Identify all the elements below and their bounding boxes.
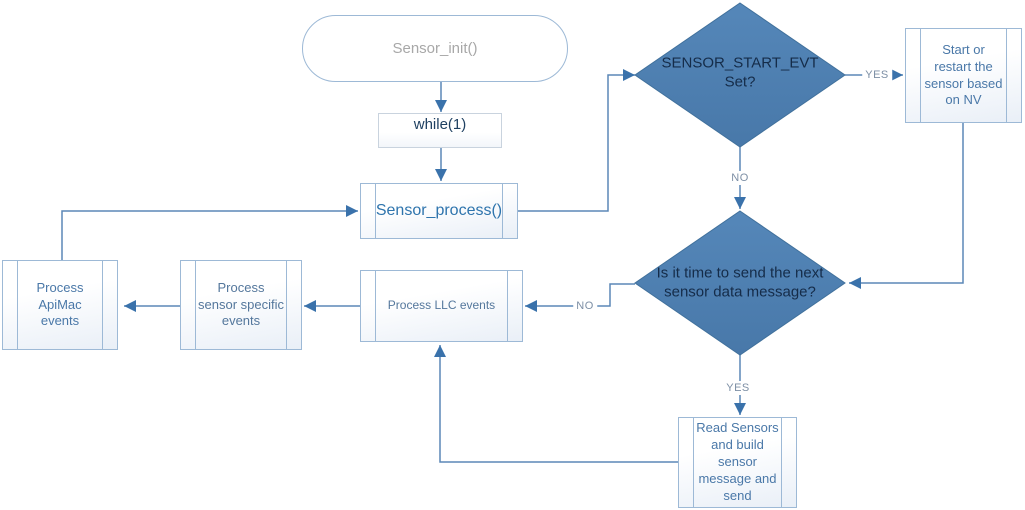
side-bar [102, 261, 103, 349]
node-process-apimac-label: Process ApiMac events [36, 279, 84, 329]
connector-read-to-llc [434, 345, 678, 463]
node-read-sensors: Read Sensors and build sensor message an… [678, 417, 797, 508]
side-bar [920, 29, 921, 122]
edge-label-start-no: NO [728, 171, 752, 185]
edge-label-send-no: NO [573, 299, 597, 313]
side-bar [17, 261, 18, 349]
side-bar [375, 271, 376, 341]
node-start-restart-label: Start or restart the sensor based on NV [924, 41, 1003, 108]
side-bar [286, 261, 287, 349]
side-bar [507, 271, 508, 341]
node-process-sensor-specific: Process sensor specific events [180, 260, 302, 350]
decision-time-to-send [634, 210, 846, 356]
connector-apimac-loop-to-process [61, 205, 358, 260]
side-bar [781, 418, 782, 507]
node-sensor-process: Sensor_process() [360, 183, 518, 239]
node-process-sensor-specific-label: Process sensor specific events [198, 279, 284, 329]
connector-process-to-start-evt [518, 69, 635, 212]
node-process-llc-label: Process LLC events [387, 298, 496, 313]
side-bar [375, 184, 376, 238]
decision-sensor-start-evt-label: SENSOR_START_EVT Set? [661, 54, 819, 90]
node-while-loop-label: while(1) [413, 116, 467, 133]
node-start-restart: Start or restart the sensor based on NV [905, 28, 1022, 123]
node-process-apimac: Process ApiMac events [2, 260, 118, 350]
node-read-sensors-label: Read Sensors and build sensor message an… [696, 420, 779, 503]
connector-startbox-to-time-decision [849, 123, 964, 289]
node-sensor-init-label: Sensor_init() [392, 40, 478, 57]
connector-time-decision-no [525, 283, 635, 312]
edge-label-send-yes: YES [723, 381, 753, 395]
node-process-llc: Process LLC events [360, 270, 523, 342]
side-bar [195, 261, 196, 349]
side-bar [1006, 29, 1007, 122]
node-while-loop: while(1) [378, 113, 502, 148]
side-bar [502, 184, 503, 238]
edge-label-start-yes: YES [862, 68, 892, 82]
node-sensor-process-label: Sensor_process() [375, 201, 503, 219]
decision-time-to-send-label: Is it time to send the next sensor data … [656, 264, 824, 300]
side-bar [693, 418, 694, 507]
decision-sensor-start-evt [634, 2, 846, 148]
node-sensor-init: Sensor_init() [302, 15, 568, 82]
